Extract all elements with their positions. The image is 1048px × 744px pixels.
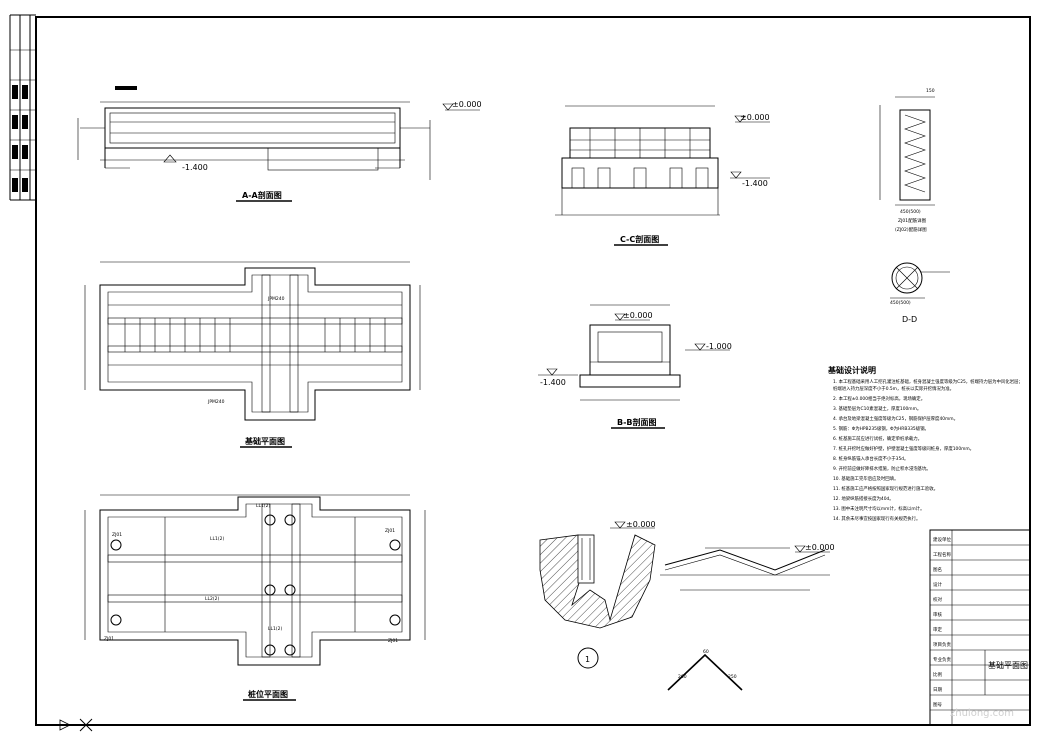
notes-line-2: 2. 本工程±0.000相当于绝对标高，现场确定。 — [833, 395, 925, 402]
bb-title: B-B剖面图 — [617, 417, 657, 427]
tb-row-7: 项目负责 — [933, 641, 951, 648]
section-aa: -1.400 ±0.000 A-A剖面图 — [77, 86, 482, 202]
cc-elev-bottom: -1.400 — [742, 179, 768, 188]
pile-label-6: LL2(2) — [205, 596, 219, 602]
cc-title: C-C剖面图 — [620, 234, 659, 244]
watermark: zhulong.com — [950, 708, 1014, 719]
notes-line-6: 6. 桩基施工前应进行试桩，确定单桩承载力。 — [833, 435, 922, 442]
foundation-label-2: JPM240 — [207, 399, 225, 405]
design-notes: 基础设计说明 1. 本工程基础采用人工挖孔灌注桩基础，桩身混凝土强度等级为C25… — [827, 365, 1023, 522]
notes-line-7: 7. 桩孔开挖时应做好护壁，护壁混凝土强度等级同桩身，厚度100mm。 — [833, 445, 974, 452]
notes-line-4: 4. 承台及地梁混凝土强度等级为C25，钢筋保护层厚度40mm。 — [833, 415, 958, 422]
notes-line-0: 1. 本工程基础采用人工挖孔灌注桩基础，桩身混凝土强度等级为C25，桩端持力层为… — [833, 378, 1023, 385]
title-block: 建设单位 工程名称 图名 设计 校对 审核 审定 项目负责 专业负责 比例 日期… — [929, 529, 1031, 726]
tb-row-6: 审定 — [933, 626, 942, 633]
notes-line-9: 9. 开挖前应做好降排水措施，防止积水浸泡基坑。 — [833, 465, 931, 472]
foundation-plan: JPM240 JPM240 基础平面图 — [84, 261, 421, 448]
aa-elev-top: ±0.000 — [452, 100, 482, 109]
tb-row-4: 校对 — [933, 596, 942, 603]
sheet-border — [35, 16, 1031, 726]
tb-row-2: 图名 — [933, 566, 942, 573]
notes-line-14: 14. 其余未尽事宜按国家现行有关规范执行。 — [833, 515, 920, 522]
bb-elev-top: ±0.000 — [623, 311, 653, 320]
foundation-label-1: JPM240 — [267, 296, 285, 302]
detail1-elev: ±0.000 — [626, 520, 656, 529]
pile-label-2: ZJ01 — [385, 528, 395, 534]
detail1-elev-2: ±0.000 — [805, 543, 835, 552]
zj01-subtitle: (ZJ02)配筋详图 — [895, 226, 927, 233]
tb-row-9: 比例 — [933, 671, 942, 678]
cc-elev-top: ±0.000 — [740, 113, 770, 122]
pile-label-5: LL1(2) — [210, 536, 224, 542]
foundation-title: 基础平面图 — [244, 436, 285, 446]
binding-strip — [9, 14, 36, 201]
detail-1: ±0.000 1 ±0.000 260 250 60 — [539, 520, 835, 691]
pile-plan: ZJ01 ZJ01 ZJ01 ZJ01 LL1(2) LL1(2) LL2(2)… — [84, 494, 426, 701]
notes-line-11: 11. 桩基施工应严格按照国家现行规范进行施工验收。 — [833, 485, 938, 492]
detail-dd: 450(500) D-D — [890, 262, 950, 324]
detail1-right-dim: 250 — [728, 674, 737, 680]
dd-dim: 450(500) — [890, 300, 911, 306]
pile-label-7: LL1(2) — [268, 626, 282, 632]
aa-title: A-A剖面图 — [242, 190, 282, 200]
notes-line-13: 13. 图中未注明尺寸均以mm计，标高以m计。 — [833, 505, 924, 512]
tb-row-3: 设计 — [933, 581, 942, 588]
notes-line-10: 10. 基础施工完毕后应及时回填。 — [833, 475, 898, 482]
notes-line-1: 桩端进入持力层深度不小于0.5m，桩长以实际开挖情况为准。 — [833, 385, 954, 392]
bb-elev-right: -1.000 — [706, 342, 732, 351]
tb-row-0: 建设单位 — [933, 536, 951, 543]
notes-line-5: 5. 钢筋：Φ为HPB235级钢，Φ为HRB335级钢。 — [833, 425, 929, 432]
pile-label-3: ZJ01 — [388, 638, 398, 644]
zj01-title: ZJ01配筋详图 — [898, 217, 927, 224]
tb-row-5: 审核 — [933, 611, 942, 618]
north-axis-marker — [38, 718, 93, 732]
pile-label-1: ZJ01 — [104, 636, 114, 642]
aa-elev-bottom: -1.400 — [182, 163, 208, 172]
detail-zj01: 150 450(500) ZJ01配筋详图 (ZJ02)配筋详图 — [879, 88, 935, 233]
detail1-left-dim: 260 — [678, 674, 687, 680]
notes-line-8: 8. 桩身纵筋锚入承台长度不小于35d。 — [833, 455, 908, 462]
zj01-dim-bottom: 450(500) — [900, 209, 921, 215]
tb-row-11: 图号 — [933, 702, 942, 708]
zj01-dim-top: 150 — [926, 88, 935, 94]
section-bb: ±0.000 -1.000 -1.400 B-B剖面图 — [538, 304, 732, 429]
detail1-marker: 1 — [585, 655, 590, 664]
tb-row-10: 日期 — [933, 687, 942, 693]
pile-label-4: LL1(2) — [256, 503, 270, 509]
tb-row-1: 工程名称 — [933, 551, 951, 558]
notes-heading: 基础设计说明 — [827, 365, 876, 375]
tb-drawing-title: 基础平面图 — [988, 660, 1028, 670]
notes-line-12: 12. 地梁纵筋搭接长度为40d。 — [833, 495, 894, 502]
bb-elev-left: -1.400 — [540, 378, 566, 387]
dd-title: D-D — [902, 315, 917, 324]
tb-row-8: 专业负责 — [933, 656, 951, 663]
notes-line-3: 3. 基础垫层为C10素混凝土，厚度100mm。 — [833, 405, 921, 412]
pile-title: 桩位平面图 — [248, 689, 288, 699]
detail1-top-dim: 60 — [703, 649, 709, 655]
pile-label-0: ZJ01 — [112, 532, 122, 538]
section-cc: ±0.000 -1.400 C-C剖面图 — [555, 105, 770, 246]
